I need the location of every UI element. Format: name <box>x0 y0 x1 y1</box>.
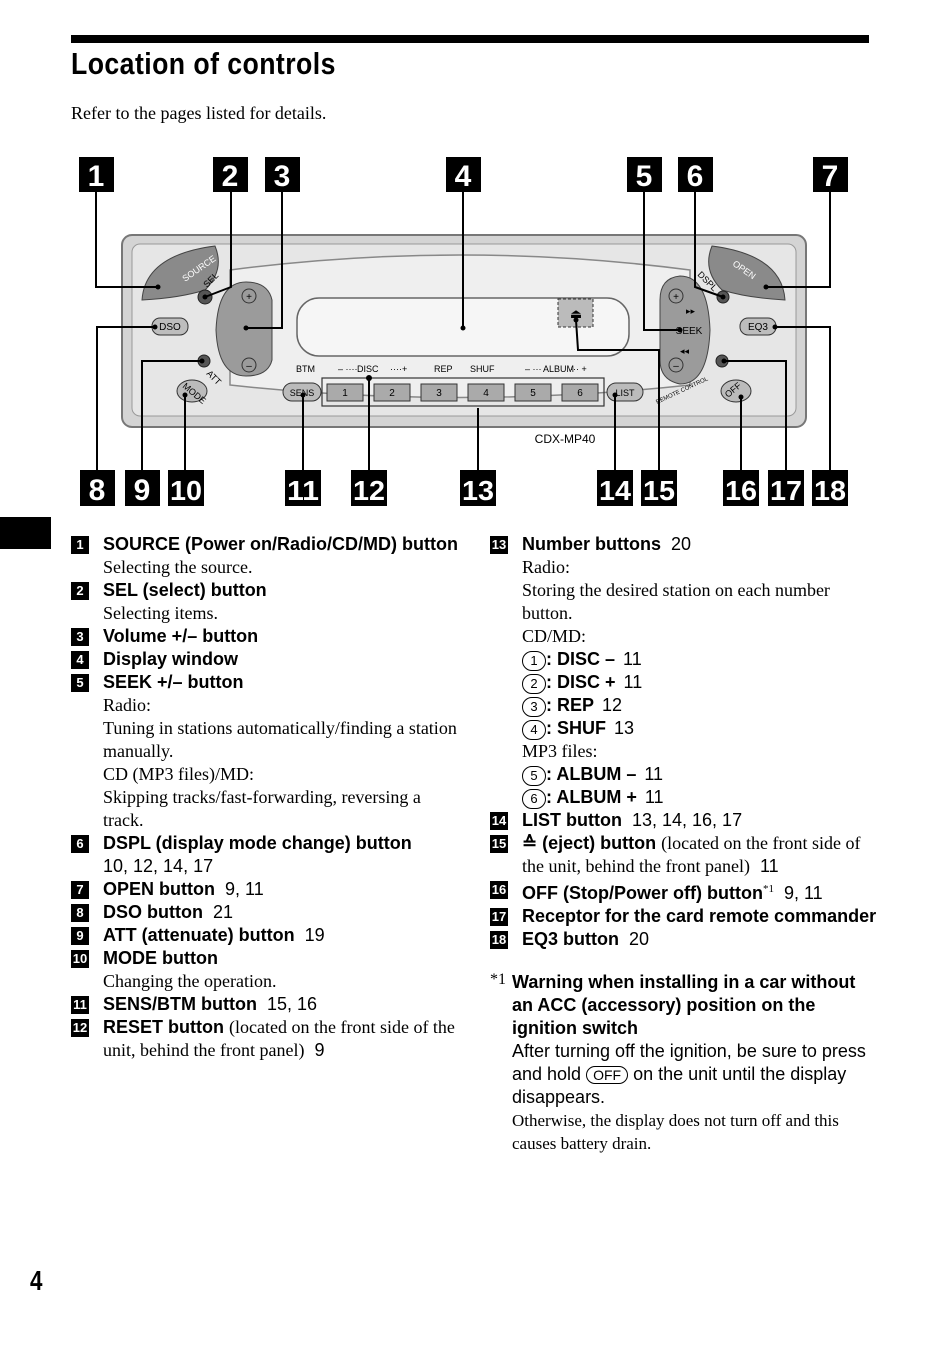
svg-text:ALBUM: ALBUM <box>543 364 574 374</box>
svg-text:▸▸: ▸▸ <box>686 306 696 316</box>
list-item: 10 MODE button Changing the operation. <box>71 948 277 991</box>
list-item: 16 OFF (Stop/Power off) button*1 9, 11 <box>490 881 823 903</box>
top-rule <box>71 35 869 43</box>
svg-text:1: 1 <box>88 160 105 193</box>
list-item: 14 LIST button 13, 14, 16, 17 <box>490 810 743 830</box>
svg-text:18: 18 <box>814 475 846 506</box>
svg-text:17: 17 <box>770 475 802 506</box>
list-item: 17 Receptor for the card remote commande… <box>490 906 877 926</box>
list-item: 1 SOURCE (Power on/Radio/CD/MD) button S… <box>71 533 461 579</box>
svg-text:4: 4 <box>483 388 489 399</box>
page-title: Location of controls <box>71 46 336 81</box>
page-subtitle: Refer to the pages listed for details. <box>71 103 327 123</box>
sub-item: 6: ALBUM +11 <box>522 786 880 809</box>
svg-text:EQ3: EQ3 <box>748 322 768 333</box>
list-item: 9 ATT (attenuate) button 19 <box>71 924 461 947</box>
svg-text:–: – <box>246 361 252 372</box>
svg-text:SEEK: SEEK <box>676 326 703 337</box>
list-item: 13 Number buttons 20 Radio: Storing the … <box>490 533 880 809</box>
list-item: 2 SEL (select) button Selecting items. <box>71 579 461 625</box>
list-item: 4 Display window <box>71 648 461 671</box>
sub-item: 5: ALBUM –11 <box>522 763 880 786</box>
list-item: 12 RESET button (located on the front si… <box>71 1017 455 1060</box>
list-item: 18 EQ3 button 20 <box>490 929 650 949</box>
list-item: 5 SEEK +/– button Radio: Tuning in stati… <box>71 671 461 832</box>
sub-item: 1: DISC –11 <box>522 648 880 671</box>
svg-text:1: 1 <box>342 388 348 399</box>
callouts-top: 1 2 3 4 5 6 7 <box>79 157 848 193</box>
callouts-bottom: 8 9 10 11 12 13 14 15 16 17 18 <box>80 470 848 507</box>
list-item: 6 DSPL (display mode change) button 10, … <box>71 832 461 878</box>
svg-text:DISC: DISC <box>357 364 379 374</box>
svg-text:+: + <box>246 292 252 303</box>
off-button <box>720 379 752 403</box>
svg-text:REP: REP <box>434 364 453 374</box>
svg-text:15: 15 <box>643 475 675 506</box>
svg-text:DSO: DSO <box>159 322 181 333</box>
svg-text:◂◂: ◂◂ <box>680 346 690 356</box>
svg-text:– ···: – ··· <box>525 364 542 374</box>
svg-text:3: 3 <box>436 388 442 399</box>
list-item: 15 ≙ (eject) button (located on the fron… <box>490 833 861 876</box>
svg-text:3: 3 <box>274 160 291 193</box>
right-column: 13 Number buttons 20 Radio: Storing the … <box>490 533 880 1155</box>
svg-text:8: 8 <box>89 474 106 507</box>
svg-text:2: 2 <box>222 160 239 193</box>
controls-diagram: ⏏ SOURCE SEL + – DSO ATT MODE BTM DISC R… <box>79 157 848 507</box>
svg-text:⏏: ⏏ <box>570 306 582 321</box>
svg-text:BTM: BTM <box>296 364 315 374</box>
svg-text:10: 10 <box>170 475 202 506</box>
off-key-symbol: OFF <box>586 1066 629 1084</box>
svg-text:····+: ····+ <box>390 364 407 374</box>
page-number: 4 <box>30 1265 43 1296</box>
svg-text:– ····: – ···· <box>338 364 358 374</box>
svg-text:··· +: ··· + <box>570 364 587 374</box>
svg-text:LIST: LIST <box>615 388 635 398</box>
svg-text:SHUF: SHUF <box>470 364 495 374</box>
seek-button <box>659 275 711 385</box>
list-item: 8 DSO button 21 <box>71 901 461 924</box>
list-item: 3 Volume +/– button <box>71 625 461 648</box>
svg-text:12: 12 <box>353 475 385 506</box>
footnote: *1 Warning when installing in a car with… <box>490 971 866 1153</box>
svg-text:6: 6 <box>577 388 583 399</box>
svg-text:7: 7 <box>822 160 839 193</box>
svg-text:2: 2 <box>389 388 395 399</box>
svg-text:5: 5 <box>530 388 536 399</box>
svg-text:14: 14 <box>599 475 631 506</box>
list-item: 7 OPEN button 9, 11 <box>71 878 461 901</box>
svg-text:9: 9 <box>134 474 151 507</box>
svg-text:6: 6 <box>687 160 704 193</box>
svg-text:5: 5 <box>636 160 653 193</box>
svg-text:+: + <box>673 292 679 303</box>
svg-text:13: 13 <box>462 475 494 506</box>
list-item: 11 SENS/BTM button 15, 16 <box>71 993 461 1016</box>
svg-text:CDX-MP40: CDX-MP40 <box>535 432 596 446</box>
sub-item: 2: DISC +11 <box>522 671 880 694</box>
source-button <box>141 245 219 301</box>
svg-text:16: 16 <box>725 475 757 506</box>
svg-text:4: 4 <box>455 160 472 193</box>
svg-text:–: – <box>673 361 679 372</box>
section-tab <box>0 517 51 549</box>
svg-text:11: 11 <box>287 475 319 506</box>
left-column: 1 SOURCE (Power on/Radio/CD/MD) button S… <box>71 533 461 1062</box>
number-keys: 1 2 3 4 5 6 <box>326 383 599 402</box>
